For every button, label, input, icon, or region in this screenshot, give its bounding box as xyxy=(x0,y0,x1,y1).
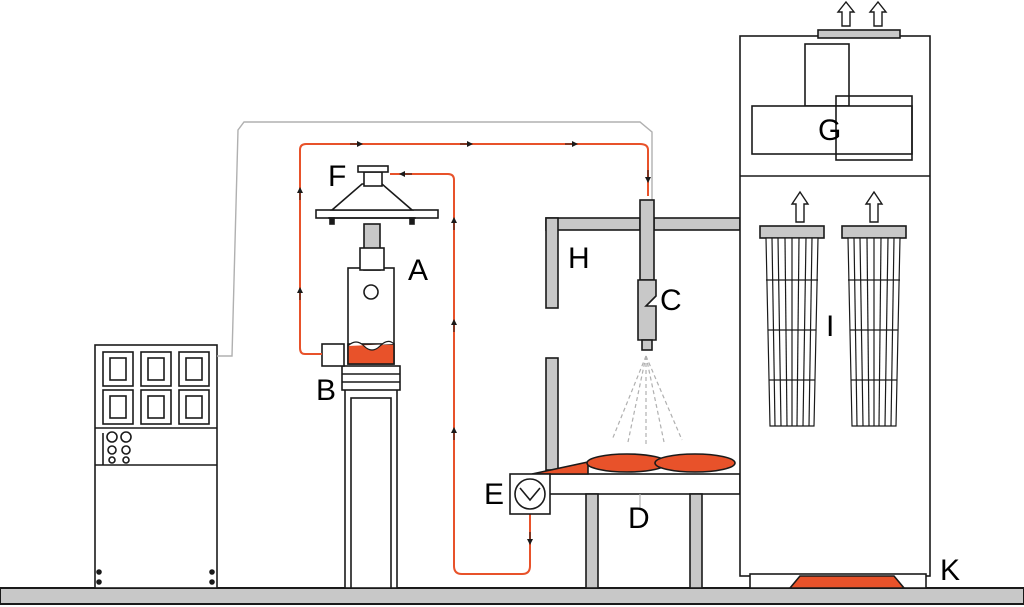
airflow-up-arrow-icon xyxy=(864,190,884,223)
injector xyxy=(321,343,345,367)
powder-feed-line xyxy=(299,143,649,355)
control-cable xyxy=(217,121,653,357)
label-c: C xyxy=(660,284,682,317)
exhaust-arrow-icon xyxy=(836,0,856,27)
powder-hopper xyxy=(341,223,401,589)
label-h: H xyxy=(568,242,590,275)
floor xyxy=(0,587,1024,605)
sieve-unit xyxy=(315,165,439,225)
spray-pattern xyxy=(611,355,683,444)
label-a: A xyxy=(408,254,428,287)
control-cabinet xyxy=(94,344,218,589)
work-table xyxy=(531,453,741,589)
label-i: I xyxy=(826,310,834,343)
label-k: K xyxy=(940,554,960,587)
label-d: D xyxy=(628,502,650,535)
cyclone-separator xyxy=(509,473,551,515)
label-g: G xyxy=(818,114,841,147)
airflow-up-arrow-icon xyxy=(790,190,810,223)
airflow-arrows xyxy=(790,0,888,223)
spray-gun xyxy=(637,199,657,351)
powder-recovery-line xyxy=(390,173,531,575)
filter-cartridges xyxy=(765,237,901,427)
exhaust-arrow-icon xyxy=(868,0,888,27)
label-e: E xyxy=(484,478,504,511)
label-b: B xyxy=(316,374,336,407)
label-f: F xyxy=(328,160,346,193)
